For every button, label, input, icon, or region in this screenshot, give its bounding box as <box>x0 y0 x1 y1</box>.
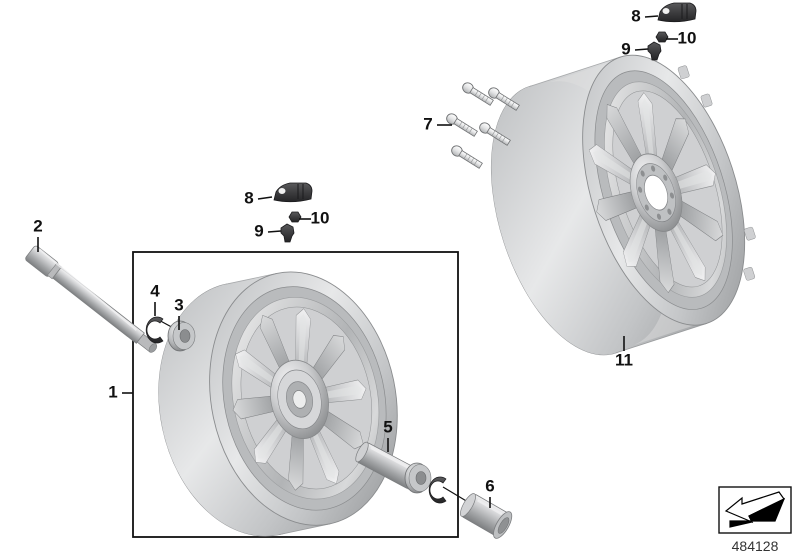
callout-number: 11 <box>615 350 633 369</box>
front-cast-wheel <box>158 271 398 537</box>
retaining-ring-left <box>145 316 164 344</box>
callout-number: 9 <box>254 221 263 240</box>
rear-cast-wheel <box>490 54 756 356</box>
callout-4-retaining-ring-left: 4 <box>150 281 160 316</box>
callout-number: 10 <box>311 208 330 227</box>
valve-stem <box>280 223 295 243</box>
ball-bearing-left <box>167 320 196 352</box>
callout-number: 10 <box>678 28 697 47</box>
arrow-direction-icon <box>724 491 786 528</box>
callout-10-valve-nut: 10 <box>299 208 329 227</box>
valve-nut-rear <box>655 31 669 43</box>
diagram-id-number: 484128 <box>732 538 779 554</box>
front-axle-shaft <box>25 245 158 353</box>
callout-number: 1 <box>108 382 117 401</box>
tyre-pressure-sensor <box>273 182 313 203</box>
callout-leader-line <box>267 230 282 233</box>
callout-number: 8 <box>244 188 253 207</box>
callout-leader-line <box>257 196 273 200</box>
callout-11-rear-cast-wheel: 11 <box>615 336 633 369</box>
callout-9-valve-stem-rear: 9 <box>621 39 649 58</box>
callout-number: 6 <box>485 476 494 495</box>
callout-number: 4 <box>150 281 160 300</box>
retaining-ring-right <box>428 476 447 504</box>
callout-1-front-wheel-assembly-group: 1 <box>108 382 133 401</box>
callout-5-spacer-bush: 5 <box>383 417 393 452</box>
callout-8-tyre-pressure-sensor: 8 <box>244 188 273 207</box>
valve-nut <box>288 211 302 223</box>
collar-bush <box>460 493 513 539</box>
ball-bearing-right <box>404 462 432 494</box>
callout-number: 7 <box>423 114 432 133</box>
wheel-stud-bolt-group <box>446 82 520 169</box>
callout-number: 8 <box>631 6 640 25</box>
callout-8-tyre-pressure-sensor-rear: 8 <box>631 6 659 25</box>
callout-6-collar-bush: 6 <box>485 476 495 508</box>
callout-10-valve-nut-rear: 10 <box>666 28 696 47</box>
diagram-id-block: 484128 <box>718 486 792 554</box>
callout-9-valve-stem: 9 <box>254 221 282 240</box>
callout-2-front-axle: 2 <box>33 216 43 252</box>
callout-number: 3 <box>174 295 183 314</box>
callout-leader-line <box>634 48 649 51</box>
callout-3-ball-bearing-left: 3 <box>174 295 184 330</box>
callout-7-wheel-stud-bolt: 7 <box>423 114 452 133</box>
callout-number: 9 <box>621 39 630 58</box>
callout-number: 2 <box>33 216 42 235</box>
valve-stem-rear <box>647 41 662 61</box>
tyre-pressure-sensor-rear <box>657 2 697 23</box>
callout-leader-line <box>644 15 659 18</box>
front-wheel-assembly-group-box <box>132 251 459 538</box>
callout-number: 5 <box>383 417 392 436</box>
